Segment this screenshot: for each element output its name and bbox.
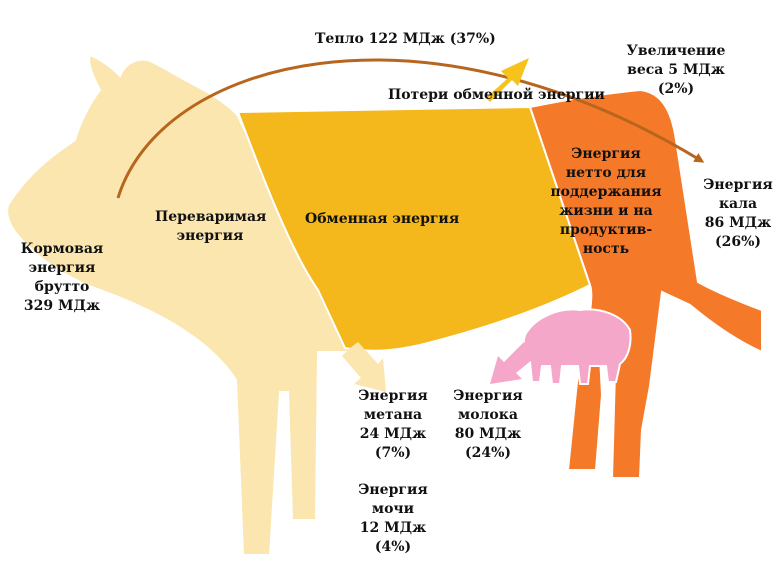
label-line: 12 МДж	[353, 519, 433, 538]
label-line: 24 МДж	[353, 425, 433, 444]
label-line: (4%)	[353, 538, 433, 557]
label-line: ность	[550, 240, 662, 259]
label-line: Увеличение	[618, 42, 734, 61]
label-heat: Тепло 122 МДж (37%)	[315, 30, 495, 49]
label-line: кала	[698, 195, 776, 214]
label-line: (24%)	[448, 444, 528, 463]
label-line: 80 МДж	[448, 425, 528, 444]
label-line: Энергия	[698, 176, 776, 195]
label-line: (26%)	[698, 233, 776, 252]
label-line: Обменная энергия	[305, 210, 455, 229]
label-line: Кормовая	[12, 240, 112, 259]
label-line: (7%)	[353, 444, 433, 463]
label-line: Потери обменной энергии	[388, 86, 588, 105]
label-line: метана	[353, 406, 433, 425]
label-line: веса 5 МДж	[618, 61, 734, 80]
label-line: Энергия	[448, 387, 528, 406]
label-line: энергия	[155, 227, 265, 246]
label-line: нетто для	[550, 164, 662, 183]
label-line: энергия	[12, 259, 112, 278]
label-line: молока	[448, 406, 528, 425]
label-metabolic-loss: Потери обменной энергии	[388, 86, 588, 105]
label-line: Энергия	[550, 145, 662, 164]
label-line: мочи	[353, 500, 433, 519]
label-metabolizable-energy: Обменная энергия	[305, 210, 455, 229]
label-line: жизни и на	[550, 202, 662, 221]
label-line: брутто	[12, 278, 112, 297]
label-line: (2%)	[618, 80, 734, 99]
label-line: Энергия	[353, 481, 433, 500]
label-line: продуктив-	[550, 221, 662, 240]
label-line: 86 МДж	[698, 214, 776, 233]
label-line: 329 МДж	[12, 297, 112, 316]
label-line: Переваримая	[155, 208, 265, 227]
label-line: поддержания	[550, 183, 662, 202]
label-line: Энергия	[353, 387, 433, 406]
label-line: Тепло 122 МДж (37%)	[315, 30, 495, 49]
